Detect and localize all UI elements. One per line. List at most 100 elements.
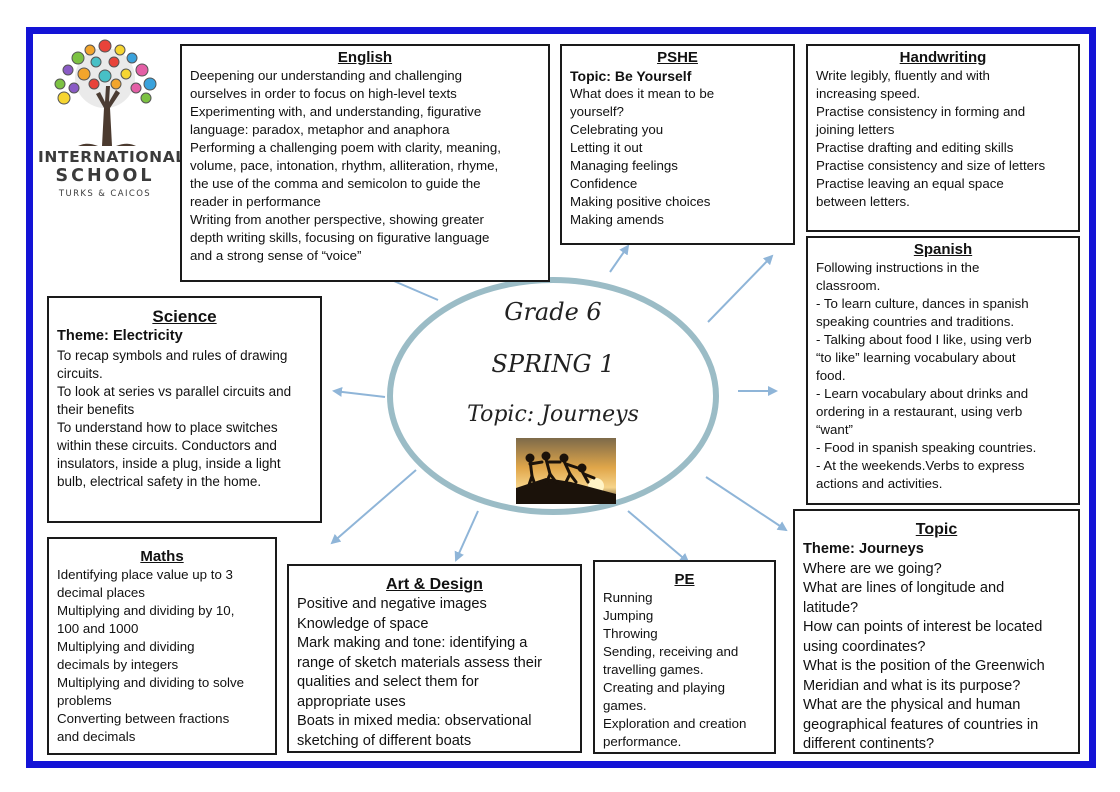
topic-line: What are lines of longitude and <box>803 580 1005 596</box>
english-line: volume, pace, intonation, rhythm, allite… <box>190 158 499 173</box>
topic-line: What are the physical and human <box>803 697 1021 713</box>
maths-line: Multiplying and dividing by 10, <box>57 603 235 618</box>
pe-line: travelling games. <box>603 662 704 677</box>
handwriting-title: Handwriting <box>899 49 987 66</box>
term-title: SPRING 1 <box>491 350 615 378</box>
logo-leaf <box>84 44 96 56</box>
spanish-line: actions and activities. <box>816 476 943 491</box>
pe-line: performance. <box>603 734 682 749</box>
english-line: Deepening our understanding and challeng… <box>190 68 463 83</box>
grade-title: Grade 6 <box>504 298 602 326</box>
art-line: sketching of different boats <box>297 732 472 749</box>
pshe-line: Managing feelings <box>570 158 678 173</box>
art-box: Art & Design Positive and negative image… <box>287 564 582 753</box>
topic-line: geographical features of countries in <box>803 716 1039 733</box>
english-line: the use of the comma and semicolon to gu… <box>190 176 481 191</box>
pshe-line: yourself? <box>570 104 624 119</box>
logo-leaf <box>120 68 132 80</box>
pshe-box: PSHE Topic: Be Yourself What does it mea… <box>560 44 795 245</box>
logo-line1: INTERNATIONAL <box>38 148 186 166</box>
handwriting-line: Practise consistency in forming and <box>816 104 1026 119</box>
spanish-line: “to like” learning vocabulary about <box>816 350 1016 365</box>
pe-line: games. <box>603 698 647 713</box>
spanish-line: ordering in a restaurant, using verb <box>816 404 1023 419</box>
english-line: and a strong sense of “voice” <box>190 248 362 263</box>
logo-leaf <box>126 52 138 64</box>
maths-line: Identifying place value up to 3 <box>57 567 233 582</box>
logo-leaf <box>130 82 142 94</box>
spanish-box: Spanish Following instructions in the cl… <box>806 236 1080 505</box>
spanish-line: - At the weekends.Verbs to express <box>816 458 1025 473</box>
pe-line: Exploration and creation <box>603 716 747 731</box>
spanish-line: Following instructions in the <box>816 260 980 275</box>
science-title: Science <box>152 307 217 326</box>
spanish-line: - Learn vocabulary about drinks and <box>816 386 1029 401</box>
maths-title: Maths <box>140 548 184 565</box>
maths-line: Converting between fractions <box>57 711 230 726</box>
topic-line: latitude? <box>803 599 859 616</box>
science-line: their benefits <box>57 401 135 417</box>
english-line: Experimenting with, and understanding, f… <box>190 104 482 119</box>
english-box: English Deepening our understanding and … <box>180 44 550 282</box>
logo-leaf <box>108 56 120 68</box>
science-line: To understand how to place switches <box>57 419 278 435</box>
art-line: range of sketch materials assess their <box>297 654 542 671</box>
handwriting-box: Handwriting Write legibly, fluently and … <box>806 44 1080 232</box>
logo-leaf <box>62 64 74 76</box>
topic-line: How can points of interest be located <box>803 619 1043 635</box>
central-ellipse <box>387 277 719 515</box>
topic-line: Where are we going? <box>803 560 942 577</box>
logo-leaf <box>71 51 85 65</box>
arrow-to-topic <box>705 476 788 532</box>
handwriting-line: joining letters <box>816 122 895 137</box>
art-line: qualities and select them for <box>297 674 479 690</box>
maths-box: Maths Identifying place value up to 3 de… <box>47 537 277 755</box>
english-line: depth writing skills, focusing on figura… <box>190 230 490 245</box>
logo-line2: SCHOOL <box>55 166 155 186</box>
spanish-line: “want” <box>816 422 853 437</box>
art-line: Mark making and tone: identifying a <box>297 635 528 651</box>
central-topic: Grade 6 SPRING 1 Topic: Journeys <box>386 276 720 516</box>
topic-subtitle: Theme: Journeys <box>803 541 924 557</box>
science-line: circuits. <box>57 365 103 381</box>
art-line: appropriate uses <box>297 693 406 710</box>
logo-leaf <box>110 78 122 90</box>
spanish-line: - To learn culture, dances in spanish <box>816 296 1029 311</box>
arrow-to-science <box>332 386 386 398</box>
pe-box: PE Running Jumping Throwing Sending, rec… <box>593 560 776 754</box>
pshe-line: Letting it out <box>570 140 643 155</box>
pe-line: Creating and playing <box>603 680 725 695</box>
maths-line: and decimals <box>57 729 136 744</box>
science-box: Science Theme: Electricity To recap symb… <box>47 296 322 523</box>
maths-line: Multiplying and dividing <box>57 639 195 654</box>
handwriting-line: Write legibly, fluently and with <box>816 68 990 83</box>
journey-image <box>516 438 616 504</box>
science-subtitle: Theme: Electricity <box>57 328 183 344</box>
pshe-line: Making amends <box>570 212 664 227</box>
art-title: Art & Design <box>386 576 483 593</box>
art-line: Knowledge of space <box>297 615 429 632</box>
logo-leaf <box>90 56 102 68</box>
topic-title: Topic: Journeys <box>467 402 639 427</box>
handwriting-line: Practise drafting and editing skills <box>816 140 1014 155</box>
topic-line: Meridian and what is its purpose? <box>803 677 1021 694</box>
spanish-line: speaking countries and traditions. <box>816 314 1015 329</box>
art-line: Boats in mixed media: observational <box>297 713 532 729</box>
maths-line: Multiplying and dividing to solve <box>57 675 245 690</box>
logo-line3: TURKS & CAICOS <box>58 189 152 199</box>
logo-leaf <box>140 92 152 104</box>
logo-leaf <box>57 91 71 105</box>
spanish-line: - Food in spanish speaking countries. <box>816 440 1037 455</box>
english-line: ourselves in order to focus on high-leve… <box>190 86 457 101</box>
topic-title-box: Topic <box>915 521 958 538</box>
school-logo: INTERNATIONAL SCHOOL TURKS & CAICOS <box>38 38 186 199</box>
handwriting-line: Practise consistency and size of letters <box>816 158 1046 173</box>
spanish-line: food. <box>816 368 846 383</box>
english-title: English <box>337 49 393 66</box>
maths-line: problems <box>57 693 112 708</box>
pe-title: PE <box>674 571 695 588</box>
english-line: language: paradox, metaphor and anaphora <box>190 122 450 137</box>
pshe-line: Confidence <box>570 176 638 191</box>
maths-line: decimal places <box>57 585 145 600</box>
pshe-subtitle: Topic: Be Yourself <box>570 68 692 84</box>
